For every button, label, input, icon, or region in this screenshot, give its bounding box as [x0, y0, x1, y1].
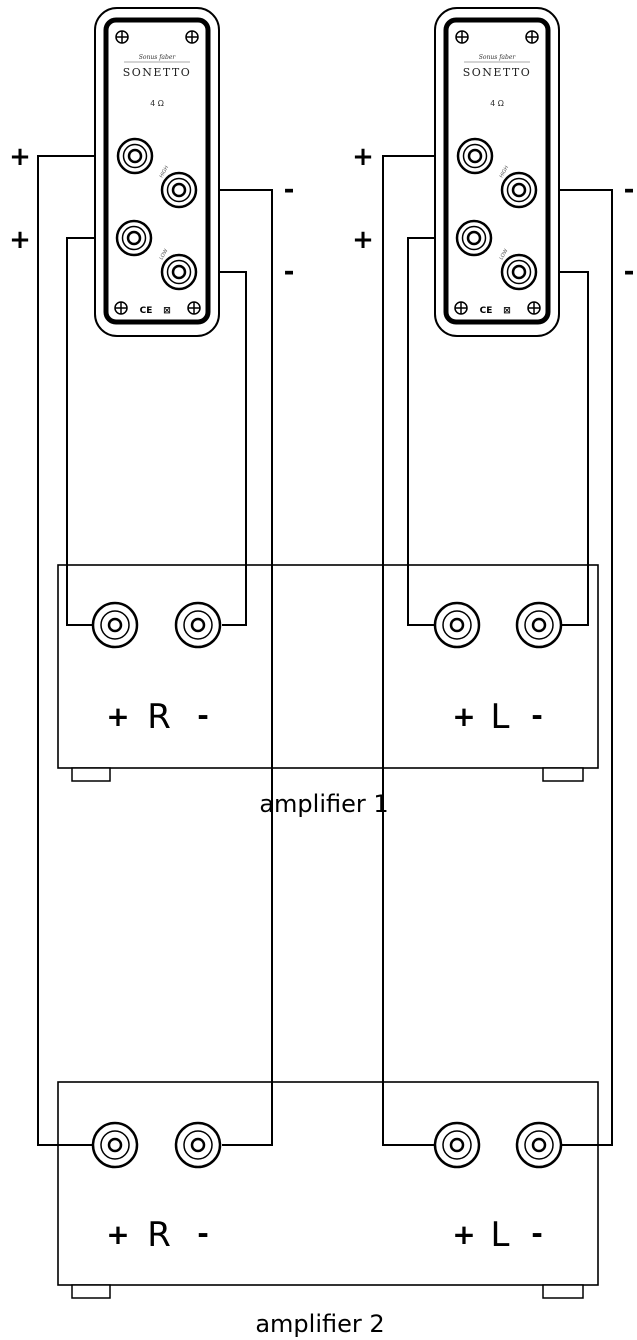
- terminal-hf-minus[interactable]: [160, 171, 198, 209]
- terminal-lf-minus[interactable]: [160, 253, 198, 291]
- screw-icon: [527, 301, 541, 315]
- right-hf-plus-label: +: [9, 142, 31, 172]
- amp2-l-minus-terminal[interactable]: [515, 1121, 563, 1169]
- left-lf-plus-label: +: [352, 225, 374, 255]
- amplifier-1-name: amplifier 1: [259, 790, 388, 818]
- amp1-r-plus-terminal[interactable]: [91, 601, 139, 649]
- weee-icon: ⊠: [163, 306, 171, 316]
- screw-icon: [187, 301, 201, 315]
- terminal-hf-minus[interactable]: [500, 171, 538, 209]
- amp2-r-minus-terminal[interactable]: [174, 1121, 222, 1169]
- speaker-panel-right: Sonus faber SONETTO 4 Ω HIGH LOW CE ⊠: [94, 7, 220, 337]
- amp1-l-plus-label: +: [452, 700, 475, 733]
- ce-mark: CE: [140, 306, 153, 316]
- amp2-l-minus-label: -: [531, 1217, 543, 1250]
- impedance-label: 4 Ω: [490, 99, 504, 108]
- right-hf-minus-label: -: [284, 175, 295, 205]
- terminal-lf-minus[interactable]: [500, 253, 538, 291]
- wire-r-amp2-minus: [196, 189, 273, 1146]
- weee-icon: ⊠: [503, 306, 511, 316]
- ce-mark: CE: [480, 306, 493, 316]
- brand-script: Sonus faber: [479, 54, 517, 61]
- left-hf-minus-label: -: [624, 175, 635, 205]
- wire-l-amp1-minus: [536, 271, 589, 626]
- screw-icon: [114, 301, 128, 315]
- wiring: [37, 155, 613, 1146]
- amplifier-2-name: amplifier 2: [255, 1310, 384, 1338]
- wire-r-amp2-plus: [37, 155, 118, 1146]
- left-lf-minus-label: -: [624, 257, 635, 287]
- amp2-r-plus-label: +: [106, 1218, 129, 1251]
- terminal-hf-plus[interactable]: [116, 137, 154, 175]
- amp1-l-plus-terminal[interactable]: [433, 601, 481, 649]
- left-hf-plus-label: +: [352, 142, 374, 172]
- amp2-l-plus-terminal[interactable]: [433, 1121, 481, 1169]
- speaker-panel-left: Sonus faber SONETTO 4 Ω HIGH LOW CE ⊠: [434, 7, 560, 337]
- amp2-r-plus-terminal[interactable]: [91, 1121, 139, 1169]
- wire-l-amp1-plus: [407, 237, 457, 626]
- screw-icon: [115, 30, 129, 44]
- amp1-l-minus-terminal[interactable]: [515, 601, 563, 649]
- terminal-lf-plus[interactable]: [115, 219, 153, 257]
- amp1-r-channel-label: R: [147, 697, 171, 737]
- wire-r-amp1-plus: [66, 237, 117, 626]
- hf-label: HIGH: [159, 165, 171, 179]
- amp2-r-minus-label: -: [197, 1217, 209, 1250]
- brand-name: SONETTO: [123, 66, 192, 79]
- amp2-l-plus-label: +: [452, 1218, 475, 1251]
- screw-icon: [525, 30, 539, 44]
- amp1-r-minus-terminal[interactable]: [174, 601, 222, 649]
- amp1-l-minus-label: -: [531, 699, 543, 732]
- amp2-l-channel-label: L: [491, 1215, 510, 1255]
- wire-l-amp2-plus: [382, 155, 458, 1146]
- brand-script: Sonus faber: [139, 54, 177, 61]
- screw-icon: [455, 30, 469, 44]
- amplifier-2: + R - + L - amplifier 2: [57, 1081, 599, 1338]
- wire-r-amp1-minus: [196, 271, 247, 626]
- amplifier-1: + R - + L - amplifier 1: [57, 564, 599, 818]
- lf-label: LOW: [159, 248, 170, 261]
- lf-label: LOW: [499, 248, 510, 261]
- screw-icon: [454, 301, 468, 315]
- right-lf-plus-label: +: [9, 225, 31, 255]
- screw-icon: [185, 30, 199, 44]
- amp2-r-channel-label: R: [147, 1215, 171, 1255]
- hf-label: HIGH: [499, 165, 511, 179]
- amp1-r-plus-label: +: [106, 700, 129, 733]
- right-lf-minus-label: -: [284, 257, 295, 287]
- wire-l-amp2-minus: [536, 189, 613, 1146]
- terminal-hf-plus[interactable]: [456, 137, 494, 175]
- amp1-l-channel-label: L: [491, 697, 510, 737]
- amp1-r-minus-label: -: [197, 699, 209, 732]
- brand-name: SONETTO: [463, 66, 532, 79]
- impedance-label: 4 Ω: [150, 99, 164, 108]
- speaker-polarity-labels: + + - - + + - -: [9, 142, 634, 287]
- terminal-lf-plus[interactable]: [455, 219, 493, 257]
